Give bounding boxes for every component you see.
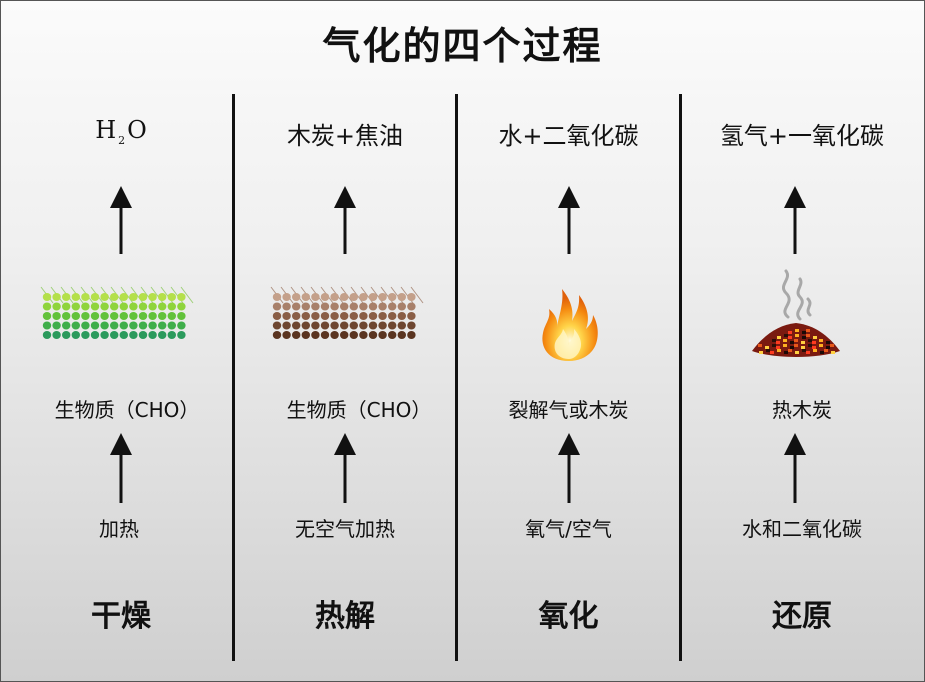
diagram-title: 气化的四个过程 <box>322 24 603 68</box>
stage-column-oxidation: 水+二氧化碳 裂解气或木炭 氧气/空气 氧化 <box>458 1 679 681</box>
feedstock-label: 生物质（CHO） <box>286 398 432 422</box>
brown-biomass-grid-icon <box>270 286 424 339</box>
feedstock-label: 裂解气或木炭 <box>508 398 629 422</box>
input-label: 氧气/空气 <box>525 517 612 541</box>
up-arrow-icon <box>334 433 356 503</box>
column-divider <box>232 94 235 661</box>
column-divider <box>455 94 458 661</box>
up-arrow-icon <box>558 433 580 503</box>
up-arrow-icon <box>558 186 580 254</box>
product-label: 水+二氧化碳 <box>498 122 639 150</box>
stage-label: 干燥 <box>91 599 151 634</box>
green-biomass-grid-icon <box>40 286 194 339</box>
up-arrow-icon <box>784 433 806 503</box>
product-label: 木炭+焦油 <box>286 122 404 150</box>
input-label: 加热 <box>99 517 139 541</box>
stage-label: 还原 <box>772 599 832 634</box>
stage-column-reduction: 氢气+一氧化碳 热木炭 水和二氧化碳 还原 <box>682 1 922 681</box>
feedstock-label: 热木炭 <box>772 398 832 422</box>
flame-icon <box>542 289 598 361</box>
stage-label: 氧化 <box>538 599 599 634</box>
product-label: 氢气+一氧化碳 <box>719 122 885 150</box>
stage-label: 热解 <box>315 599 375 634</box>
stage-column-pyrolysis: 木炭+焦油 生物质（CHO） 无空气加热 热解 <box>235 1 455 681</box>
hot-charcoal-smoke-icon <box>752 269 840 357</box>
up-arrow-icon <box>334 186 356 254</box>
input-label: 水和二氧化碳 <box>742 517 862 541</box>
up-arrow-icon <box>110 433 132 503</box>
up-arrow-icon <box>110 186 132 254</box>
column-divider <box>679 94 682 661</box>
up-arrow-icon <box>784 186 806 254</box>
feedstock-label: 生物质（CHO） <box>54 398 200 422</box>
input-label: 无空气加热 <box>295 517 395 541</box>
